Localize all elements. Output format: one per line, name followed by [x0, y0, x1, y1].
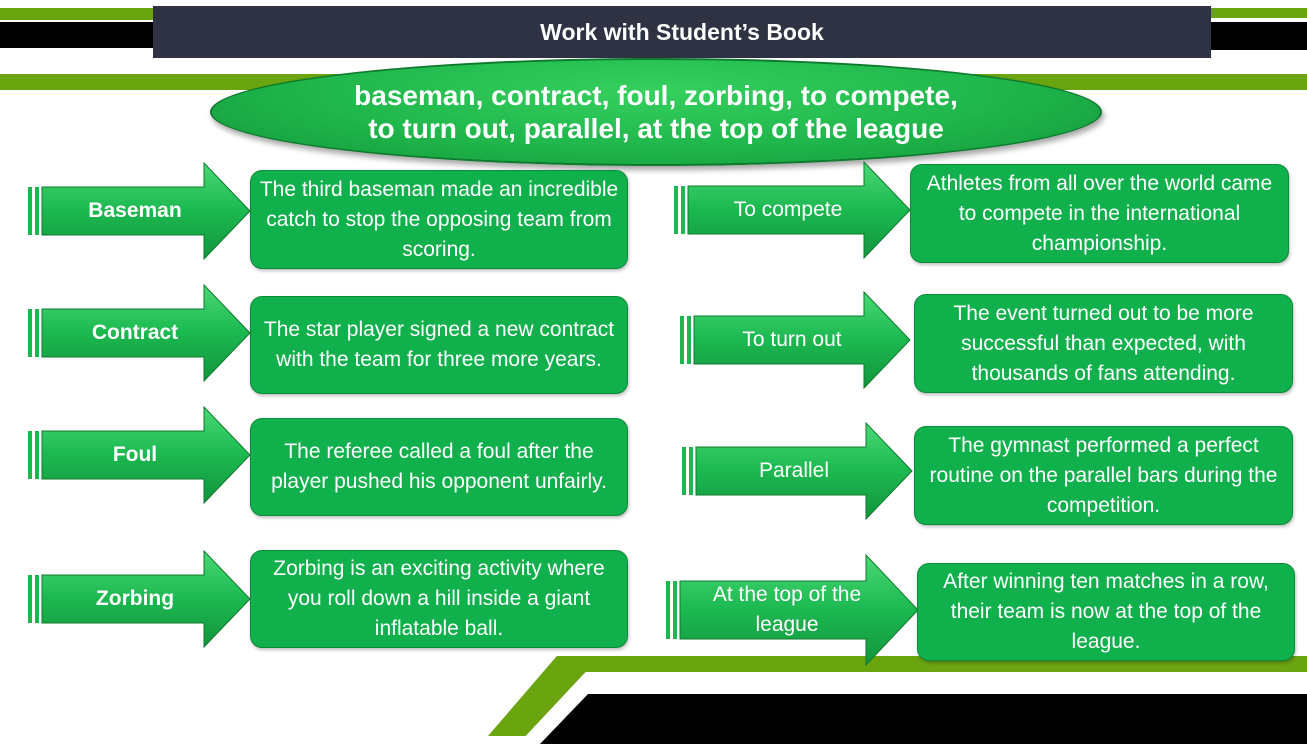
example-sentence-box: After winning ten matches in a row, thei… — [917, 563, 1295, 661]
term-arrow-zorbing: Zorbing — [28, 549, 251, 649]
term-label: Foul — [112, 443, 158, 466]
example-sentence-box: Zorbing is an exciting activity where yo… — [250, 550, 628, 648]
term-arrow-foul: Foul — [28, 405, 251, 505]
term-label: Parallel — [758, 459, 830, 482]
term-label: To compete — [733, 198, 843, 221]
term-arrow-parallel: Parallel — [682, 421, 913, 521]
term-arrow-baseman: Baseman — [28, 161, 251, 261]
example-sentence: The referee called a foul after the play… — [271, 440, 607, 493]
example-sentence-box: The event turned out to be more successf… — [914, 294, 1293, 393]
page-title-text: Work with Student’s Book — [540, 18, 824, 45]
term-arrow-to-turn-out: To turn out — [680, 290, 911, 390]
example-sentence-box: The third baseman made an incredible cat… — [250, 170, 628, 269]
example-sentence: After winning ten matches in a row, thei… — [943, 570, 1269, 653]
page-title: Work with Student’s Book — [153, 6, 1211, 58]
vocabulary-line: baseman, contract, foul, zorbing, to com… — [354, 80, 958, 111]
vocabulary-banner: baseman, contract, foul, zorbing, to com… — [210, 58, 1102, 166]
decorative-stripe — [1206, 8, 1307, 18]
term-label: Baseman — [88, 199, 182, 222]
term-label: Contract — [91, 321, 179, 344]
decorative-stripe — [0, 8, 165, 20]
example-sentence: The star player signed a new contract wi… — [263, 318, 615, 371]
example-sentence-box: The referee called a foul after the play… — [250, 418, 628, 516]
decorative-stripe — [1206, 22, 1307, 50]
example-sentence-box: Athletes from all over the world came to… — [910, 164, 1289, 263]
example-sentence: Athletes from all over the world came to… — [926, 171, 1273, 255]
term-label: Zorbing — [95, 587, 175, 610]
term-arrow-at-the-top-of-the-league: At the top of the league — [666, 553, 919, 667]
decorative-stripe — [0, 22, 160, 48]
example-sentence: The third baseman made an incredible cat… — [259, 177, 619, 261]
term-label: At the top of the league — [712, 583, 862, 636]
example-sentence: Zorbing is an exciting activity where yo… — [273, 557, 605, 640]
term-arrow-contract: Contract — [28, 283, 251, 383]
example-sentence-box: The star player signed a new contract wi… — [250, 296, 628, 394]
example-sentence: The event turned out to be more successf… — [953, 301, 1254, 385]
example-sentence-box: The gymnast performed a perfect routine … — [914, 426, 1293, 525]
vocabulary-line: to turn out, parallel, at the top of the… — [368, 113, 944, 144]
term-arrow-to-compete: To compete — [674, 160, 911, 260]
term-label: To turn out — [742, 328, 842, 351]
example-sentence: The gymnast performed a perfect routine … — [929, 433, 1278, 517]
decorative-stripe — [540, 694, 1307, 744]
